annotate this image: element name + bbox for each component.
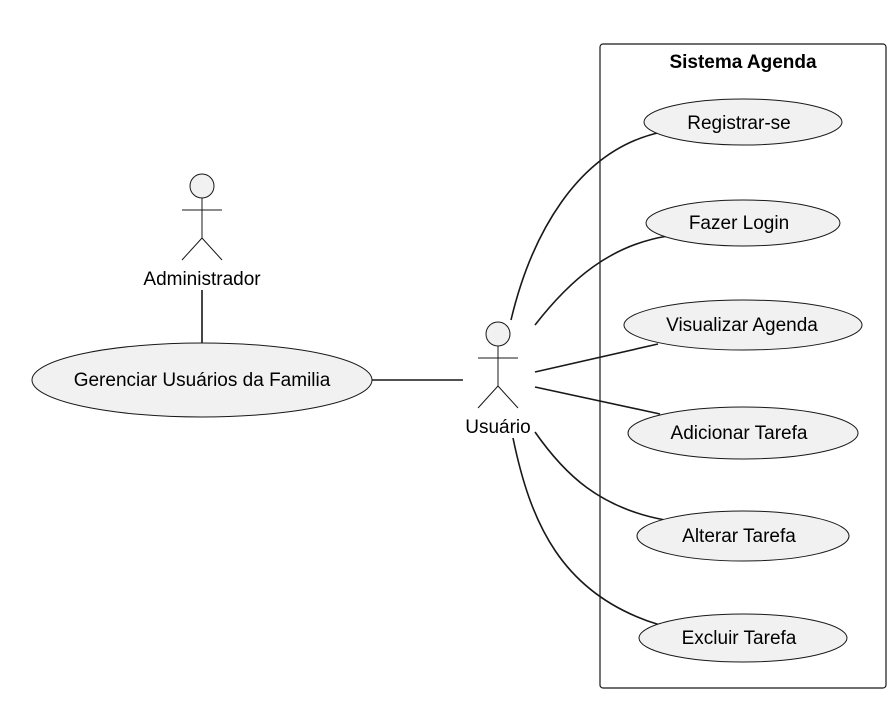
system-boundary [599,43,887,689]
use-case-label: Fazer Login [689,213,789,234]
edge-user-add-task [534,386,661,415]
edge-user-view-agenda [534,343,659,373]
edge-user-login [534,235,669,326]
use-case-add-task: Adicionar Tarefa [627,406,859,460]
actor-head [189,173,215,199]
edge-user-delete-task [512,437,661,626]
use-case-label: Registrar-se [687,113,790,134]
use-case-label: Visualizar Agenda [666,315,818,336]
use-case-view-agenda: Visualizar Agenda [623,299,863,351]
actor-head [485,321,511,347]
use-case-register: Registrar-se [643,98,843,146]
actor-administrator: Administrador [143,173,261,290]
use-case-label: Adicionar Tarefa [671,423,808,444]
actor-usuario: Usuário [465,321,531,438]
edge-user-register [510,131,663,321]
use-case-edit-task: Alterar Tarefa [636,510,850,562]
use-case-label: Alterar Tarefa [682,526,796,547]
actor-administrator-label: Administrador [143,269,261,290]
edge-user-edit-task [534,431,666,521]
use-case-label: Excluir Tarefa [682,628,797,649]
use-case-manage-family: Gerenciar Usuários da Familia [31,342,373,418]
actor-usuario-label: Usuário [465,417,530,438]
use-case-label: Gerenciar Usuários da Familia [74,370,331,391]
use-case-delete-task: Excluir Tarefa [638,613,848,663]
use-case-login: Fazer Login [645,199,841,247]
system-title: Sistema Agenda [669,52,817,73]
